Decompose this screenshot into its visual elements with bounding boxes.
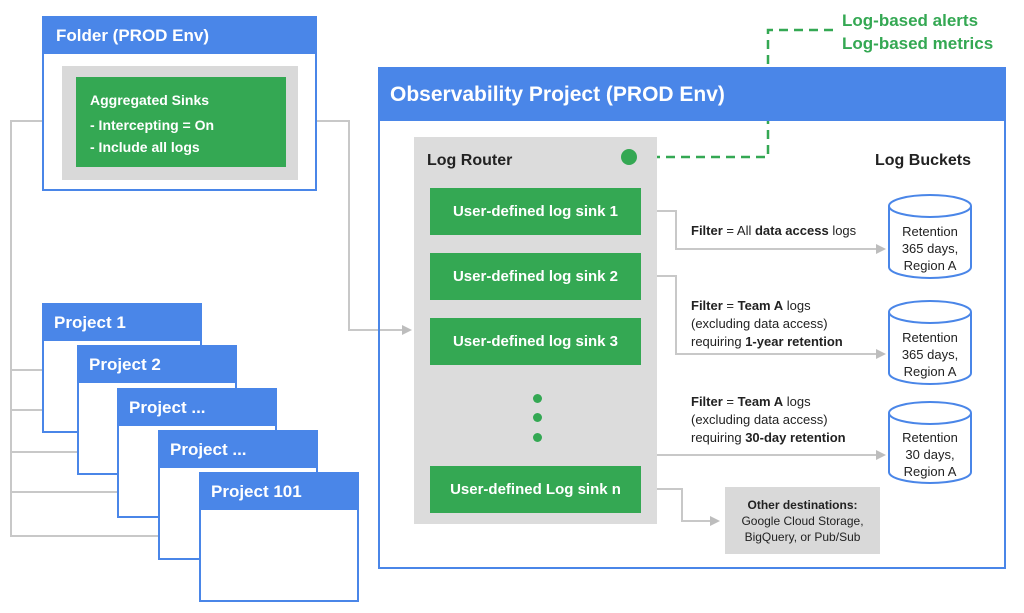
project-title-4: Project ... <box>160 432 316 468</box>
folder-window: Folder (PROD Env) Aggregated Sinks - Int… <box>42 16 317 191</box>
other-destinations-line1: Google Cloud Storage, <box>741 514 864 528</box>
other-destinations-title: Other destinations: <box>747 498 858 512</box>
project-title-3: Project ... <box>119 390 275 426</box>
filter-label-3: Filter = Team A logs (excluding data acc… <box>691 394 846 445</box>
log-sink-1: User-defined log sink 1 <box>430 188 641 235</box>
ellipsis-dot-2 <box>533 413 542 422</box>
aggregated-sinks-box: Aggregated Sinks - Intercepting = On - I… <box>76 77 286 167</box>
project-title-2: Project 2 <box>79 347 235 383</box>
aggregated-sinks-frame: Aggregated Sinks - Intercepting = On - I… <box>62 66 298 180</box>
log-router-title: Log Router <box>427 152 513 169</box>
project-title-1: Project 1 <box>44 305 200 341</box>
log-buckets-title: Log Buckets <box>875 152 972 169</box>
aggregated-sinks-line2: - Include all logs <box>90 139 200 155</box>
aggregated-sinks-title: Aggregated Sinks <box>90 92 210 108</box>
aggregated-sinks-line1: - Intercepting = On <box>90 117 215 133</box>
bucket-icon-1 <box>888 206 972 279</box>
folder-title: Folder (PROD Env) <box>44 18 315 54</box>
ellipsis-dot-3 <box>533 433 542 442</box>
log-based-alerts-label: Log-based alerts <box>842 11 979 30</box>
bucket-icon-3 <box>888 413 972 484</box>
project-title-101: Project 101 <box>201 474 357 510</box>
log-sink-3: User-defined log sink 3 <box>430 318 641 365</box>
filter-label-1: Filter = All data access logs <box>691 223 857 238</box>
other-destinations-box: Other destinations: Google Cloud Storage… <box>725 487 880 554</box>
filter-label-2: Filter = Team A logs (excluding data acc… <box>691 298 843 349</box>
project-window-101: Project 101 <box>199 472 359 602</box>
log-sink-n: User-defined Log sink n <box>430 466 641 513</box>
log-sink-2: User-defined log sink 2 <box>430 253 641 300</box>
bucket-icon-2 <box>888 312 972 385</box>
ellipsis-dot-1 <box>533 394 542 403</box>
observability-project-window: Observability Project (PROD Env) <box>378 67 1006 569</box>
other-destinations-line2: BigQuery, or Pub/Sub <box>744 530 861 544</box>
log-based-metrics-label: Log-based metrics <box>842 34 994 53</box>
observability-project-title: Observability Project (PROD Env) <box>380 69 1004 121</box>
log-router-status-dot <box>621 149 637 165</box>
